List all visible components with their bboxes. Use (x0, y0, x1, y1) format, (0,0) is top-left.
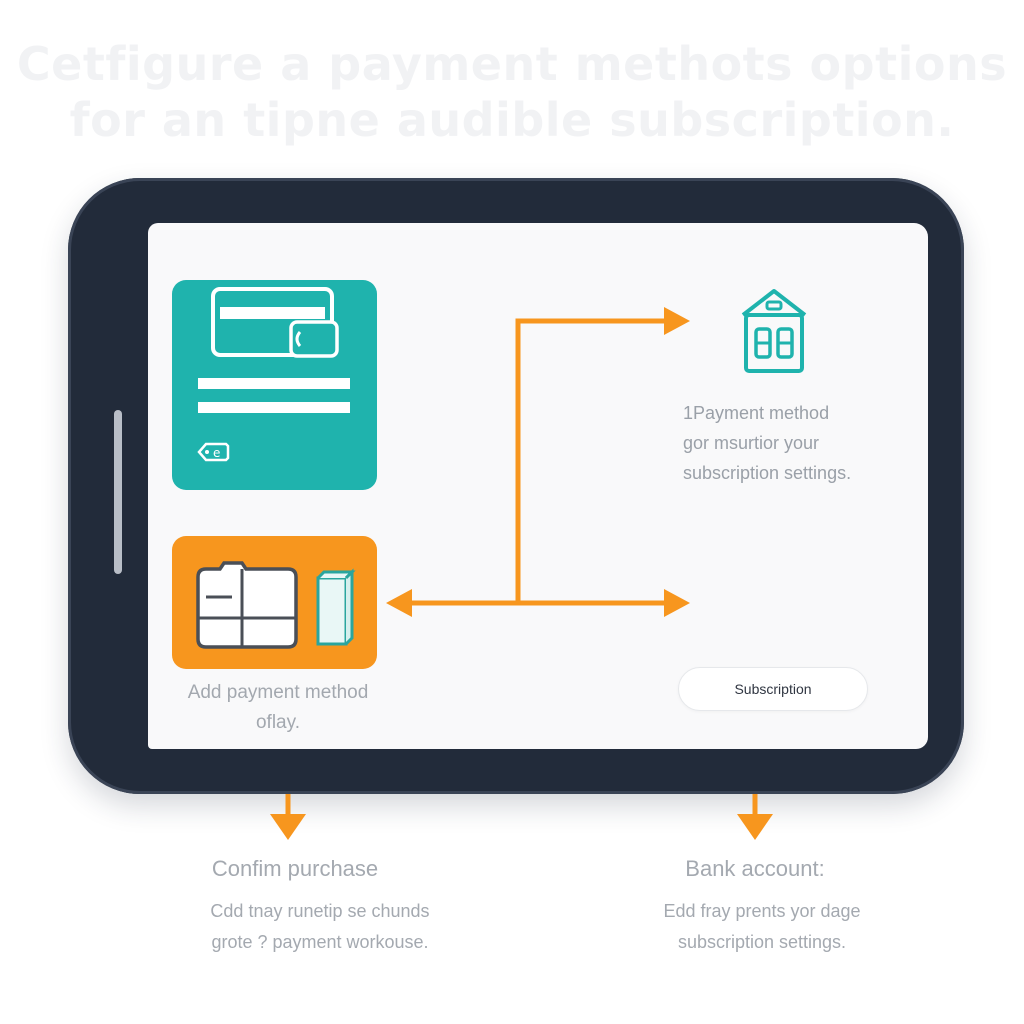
description-line: subscription settings. (683, 463, 852, 483)
device-screen: e 1Payment method gor msurtior your subs… (148, 223, 928, 749)
flow-connectors (386, 307, 690, 617)
caption-line: Edd fray prents yor dage (663, 901, 861, 921)
device-side-button (114, 410, 122, 574)
description-line: 1Payment method (683, 403, 830, 423)
arrowhead-right-top (664, 307, 690, 335)
card-badge-label: e (213, 446, 220, 460)
card-badge-icon: e (197, 442, 230, 462)
subscription-button[interactable]: Subscription (678, 667, 868, 711)
caption-line: subscription settings. (677, 932, 847, 952)
building-icon (741, 289, 807, 373)
caption-line: Cdd tnay runetip se chunds (210, 901, 430, 921)
caption-line: grote ? payment workouse. (211, 932, 429, 952)
confirm-purchase-title: Confim purchase (211, 856, 379, 881)
bank-account-description: Edd fray prents yor dage subscription se… (612, 896, 912, 958)
headline-line-1: Cetfigure a payment methots options (16, 37, 1008, 91)
payment-method-description: 1Payment method gor msurtior your subscr… (683, 398, 923, 488)
description-line: Add payment method (187, 682, 369, 703)
credit-card-panel[interactable]: e (172, 280, 377, 490)
add-payment-description: Add payment method oflay. (158, 678, 398, 738)
down-arrow-right-head (737, 814, 773, 840)
description-line: oflay. (255, 712, 300, 733)
wallet-panel[interactable] (172, 536, 377, 669)
headline-line-2: for an tipne audible subscription. (69, 93, 955, 147)
downward-arrows (270, 794, 773, 840)
confirm-purchase-description: Cdd tnay runetip se chunds grote ? payme… (170, 896, 470, 958)
down-arrow-left-head (270, 814, 306, 840)
wallet-icon (196, 561, 356, 649)
description-line: gor msurtior your (683, 433, 820, 453)
arrowhead-left (386, 589, 412, 617)
arrowhead-right-bottom (664, 589, 690, 617)
credit-card-icon: e (197, 287, 350, 462)
bank-account-title: Bank account: (685, 856, 825, 881)
